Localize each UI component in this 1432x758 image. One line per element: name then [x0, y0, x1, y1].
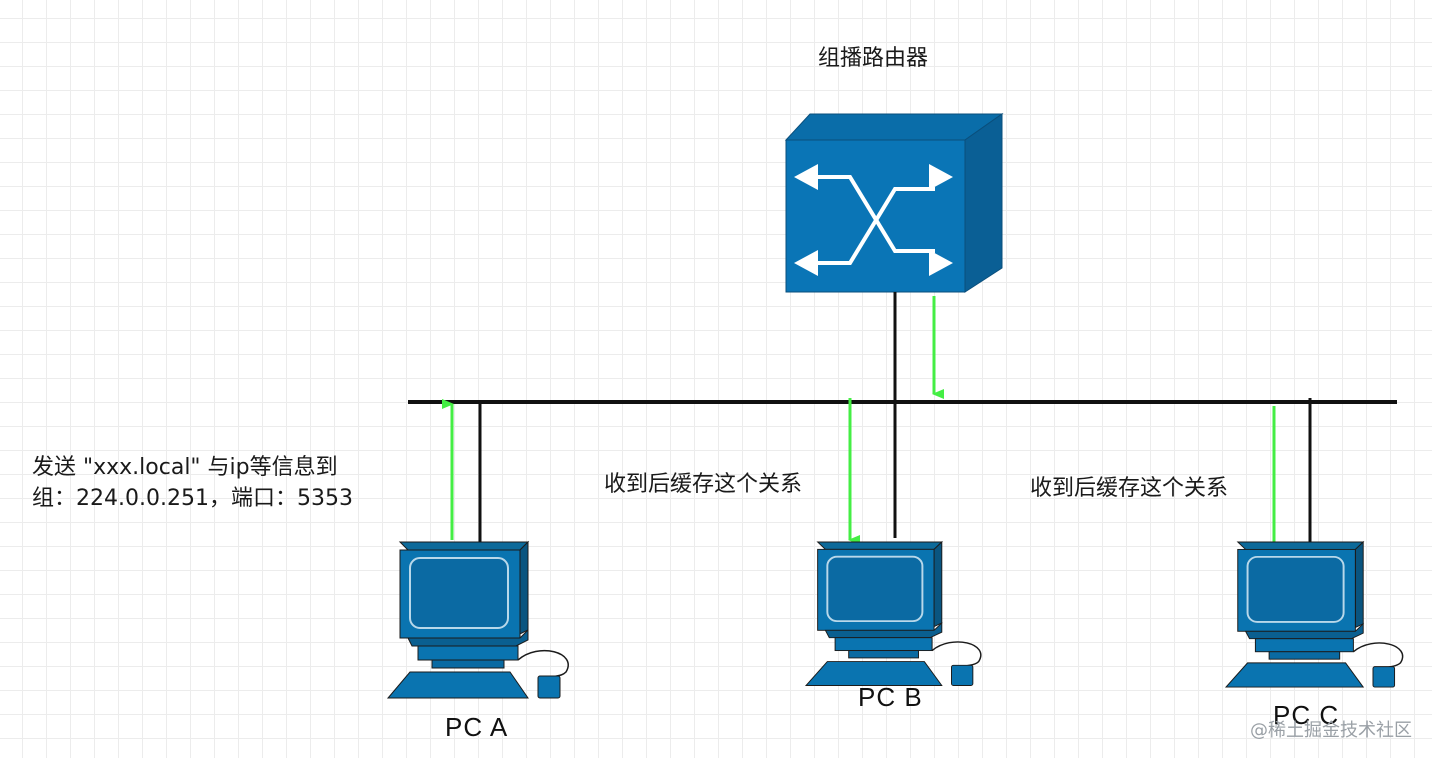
pc-c-computer-icon [1225, 541, 1404, 689]
pc-c-label: PC C [1273, 700, 1340, 730]
multicast-router-icon [784, 113, 1004, 293]
pc-b-label: PC B [858, 682, 923, 712]
pc-b-annotation: 收到后缓存这个关系 [604, 472, 803, 497]
pc-b-computer-icon [805, 541, 982, 687]
pc-a-computer-icon [387, 541, 570, 699]
pc-a-annotation-line1: 发送 "xxx.local" 与ip等信息到 [32, 455, 338, 480]
pc-a-annotation-line2: 组：224.0.0.251，端口：5353 [32, 486, 353, 511]
pc-a-label: PC A [445, 712, 509, 742]
pc-c-annotation: 收到后缓存这个关系 [1030, 476, 1229, 501]
router-title: 组播路由器 [818, 46, 929, 71]
watermark: @稀土掘金技术社区 [1250, 720, 1412, 741]
pc-a-annotation: 发送 "xxx.local" 与ip等信息到 组：224.0.0.251，端口：… [32, 452, 353, 514]
